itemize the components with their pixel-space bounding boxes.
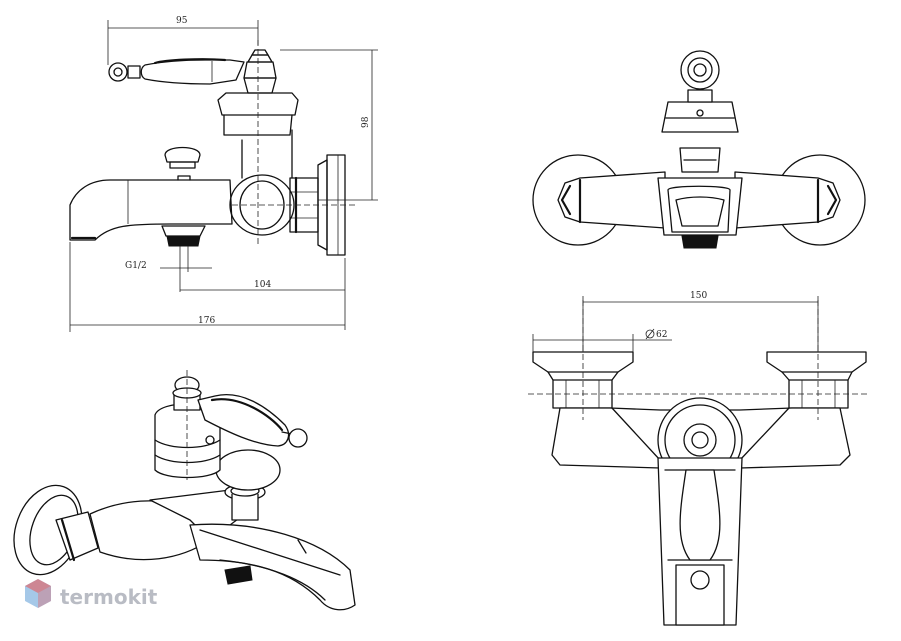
front-view: 150 62: [528, 291, 870, 626]
dim-98-label: 98: [361, 116, 371, 128]
dim-176-label: 176: [198, 316, 215, 326]
dim-95: 95: [107, 16, 259, 65]
dim-thread: G1/2: [125, 246, 212, 292]
side-view: 95 98 G1/2 104 176: [69, 16, 378, 332]
dim-62: 62: [532, 328, 672, 352]
top-view: [532, 50, 866, 249]
termokit-logo-text: termokit: [60, 585, 158, 609]
isometric-view: [13, 370, 356, 611]
dim-98: 98: [280, 49, 378, 201]
dim-95-label: 95: [176, 16, 188, 26]
dim-104: 104: [180, 258, 346, 330]
dim-104-label: 104: [254, 280, 271, 290]
dim-thread-label: G1/2: [125, 261, 147, 271]
dim-150-label: 150: [690, 291, 707, 301]
dim-62-label: 62: [656, 330, 667, 340]
dim-176: 176: [69, 242, 345, 332]
termokit-logo: termokit: [25, 579, 158, 609]
dim-150: 150: [582, 291, 819, 352]
